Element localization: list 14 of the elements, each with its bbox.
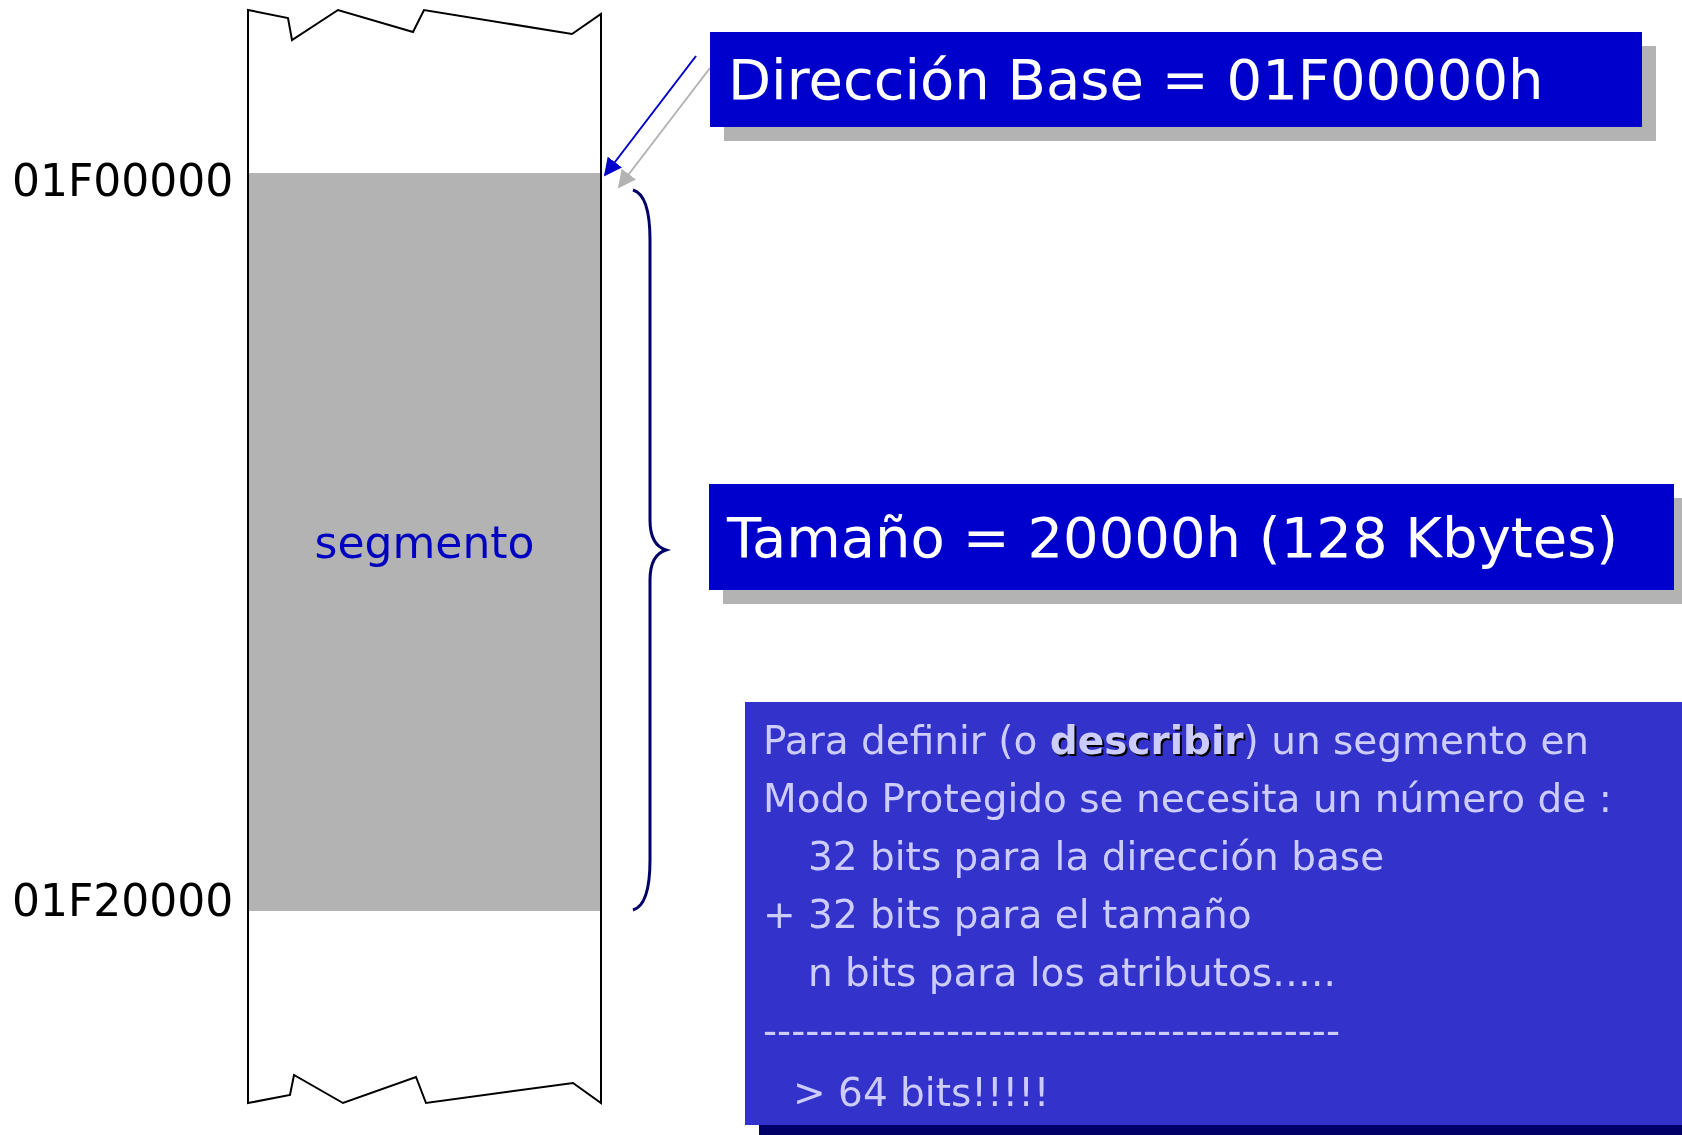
address-label: 01F20000: [12, 875, 234, 926]
size-text: Tamaño = 20000h (128 Kbytes): [727, 504, 1619, 570]
note-text: > 64 bits!!!!!: [793, 1069, 1050, 1117]
note-text: + 32 bits para el tamaño: [763, 891, 1252, 939]
memory-column: [248, 10, 601, 1105]
note-text: 32 bits para la dirección base: [808, 833, 1385, 881]
segment-label: segmento: [314, 516, 535, 568]
arrow: [603, 55, 697, 177]
note-text: Para definir (o describir) un segmento en Modo Protegido se necesita un número de :: [763, 717, 1613, 823]
memory-segment: [249, 173, 600, 911]
note-text: n bits para los atributos…..: [808, 949, 1336, 997]
address-label: 01F00000: [12, 155, 234, 206]
dashed-separator-line: -----------------------------------------: [763, 1007, 1340, 1055]
base-address-text: Dirección Base = 01F00000h: [728, 47, 1544, 112]
